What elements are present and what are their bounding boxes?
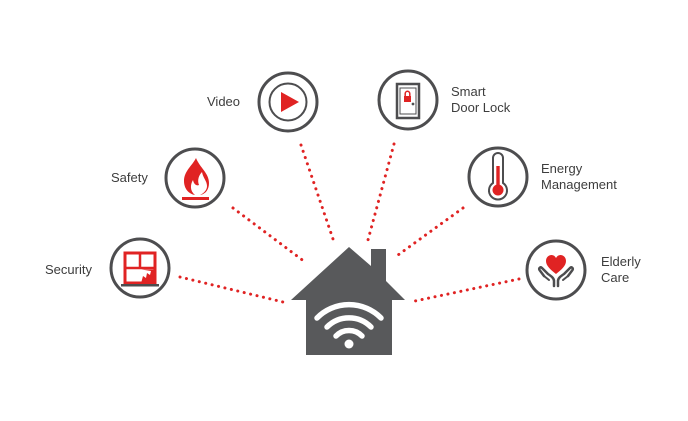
label-video: Video: [207, 94, 241, 109]
safety-icon-circle: [164, 147, 226, 209]
energy-icon-circle: [467, 146, 529, 208]
connector-video: [299, 143, 336, 244]
elderly-care-icon-circle: [525, 239, 587, 301]
label-smart-door-lock: Smart Door Lock: [451, 84, 511, 115]
connector-lines: [178, 142, 521, 304]
thermometer-icon: [488, 152, 508, 201]
connector-smart-door-lock: [366, 142, 396, 242]
window-icon: [121, 251, 159, 287]
flame-icon: [182, 158, 209, 200]
door-lock-icon: [395, 82, 421, 120]
label-safety: Safety: [111, 170, 148, 185]
door-lock-icon-circle: [377, 69, 439, 131]
connector-energy-management: [396, 206, 465, 257]
connector-security: [178, 275, 285, 304]
connector-safety: [231, 206, 307, 264]
connector-elderly-care: [413, 277, 521, 303]
security-icon-circle: [109, 237, 171, 299]
video-icon-circle: [257, 71, 319, 133]
play-icon: [268, 82, 308, 122]
label-elderly-care: Elderly Care: [601, 254, 641, 285]
house-wifi-icon: [291, 247, 405, 355]
hands-heart-icon: [538, 255, 574, 288]
label-security: Security: [45, 262, 92, 277]
label-energy-management: Energy Management: [541, 161, 617, 192]
